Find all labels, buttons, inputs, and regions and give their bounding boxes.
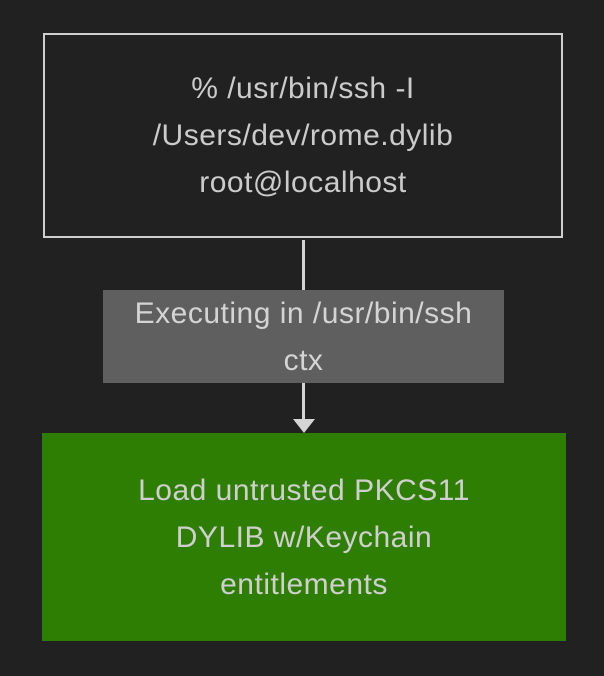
edge-label-node: Executing in /usr/bin/ssh ctx bbox=[103, 290, 504, 383]
edge-connector-bottom bbox=[302, 383, 305, 420]
payload-line-1: Load untrusted PKCS11 bbox=[138, 473, 470, 507]
arrow-down-marker-icon bbox=[293, 419, 315, 433]
edge-connector-top bbox=[302, 240, 305, 290]
command-line-3: root@localhost bbox=[199, 166, 407, 199]
edge-label-line-1: Executing in /usr/bin/ssh bbox=[134, 296, 473, 330]
payload-line-3: entitlements bbox=[220, 567, 388, 601]
payload-line-2: DYLIB w/Keychain bbox=[175, 520, 433, 554]
command-line-2: /Users/dev/rome.dylib bbox=[152, 119, 454, 152]
edge-label-line-2: ctx bbox=[283, 343, 324, 377]
command-node: % /usr/bin/ssh -I /Users/dev/rome.dylib … bbox=[43, 33, 563, 238]
command-line-1: % /usr/bin/ssh -I bbox=[191, 72, 415, 105]
payload-node: Load untrusted PKCS11 DYLIB w/Keychain e… bbox=[42, 433, 566, 641]
